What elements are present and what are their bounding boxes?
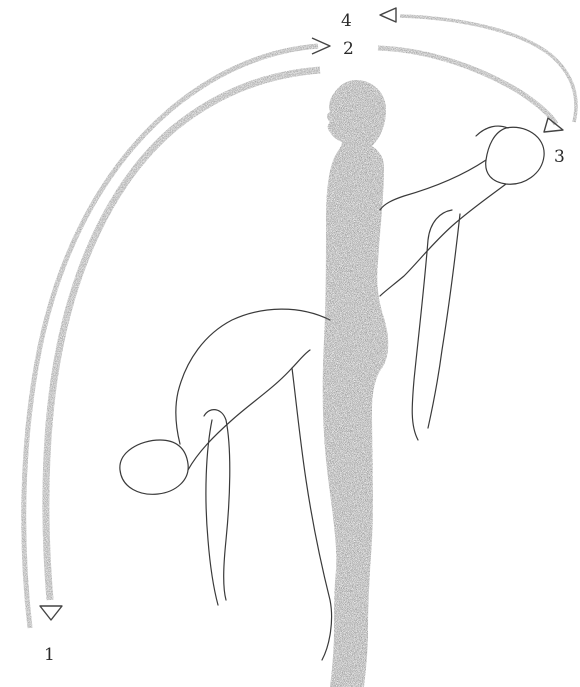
bent-backward-arm (412, 210, 460, 440)
arrow-2-to-3 (378, 48, 556, 124)
label-position-2: 2 (343, 39, 354, 59)
arrows (24, 16, 576, 628)
label-position-3: 3 (554, 147, 565, 167)
standing-figure (323, 80, 389, 687)
arrowheads (40, 8, 563, 620)
bent-forward-arm (204, 410, 230, 605)
label-position-1: 1 (44, 645, 55, 665)
arrow-3-to-4 (400, 16, 576, 122)
bent-forward-head (120, 440, 188, 494)
bent-backward-head (486, 127, 544, 184)
bent-backward-torso (380, 160, 486, 210)
arrow-2-to-1 (46, 70, 320, 600)
bent-backward-figure (380, 126, 544, 440)
standing-silhouette (323, 80, 389, 687)
bent-forward-back (176, 309, 330, 444)
bent-backward-face (476, 126, 508, 136)
arrowhead-at-1 (40, 606, 62, 620)
bent-backward-back (380, 184, 506, 296)
arrowhead-at-4 (380, 8, 396, 22)
label-position-4: 4 (341, 11, 352, 31)
bent-forward-figure (120, 309, 332, 660)
